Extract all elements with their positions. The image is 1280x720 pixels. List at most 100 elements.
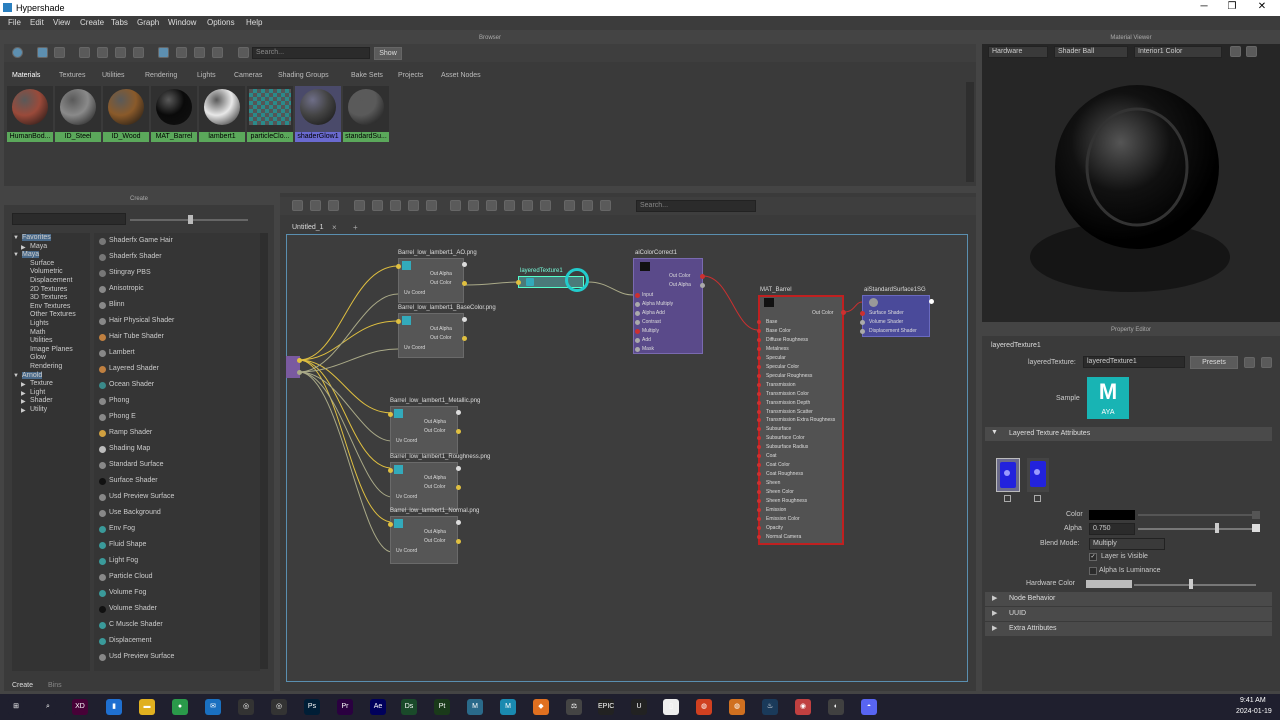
mat-in-port[interactable]: [757, 364, 761, 369]
sort-type-icon[interactable]: [176, 47, 187, 58]
tab-rendering[interactable]: Rendering: [145, 72, 178, 79]
swatch-toggle-icon[interactable]: [540, 200, 551, 211]
aicc-in-port[interactable]: [635, 320, 640, 325]
mat-in-port[interactable]: [757, 382, 761, 387]
filter-icon[interactable]: [238, 47, 249, 58]
renderer-dropdown[interactable]: Hardware: [988, 46, 1048, 58]
node-list-scrollbar[interactable]: [260, 233, 268, 669]
tab-projects[interactable]: Projects: [398, 72, 424, 79]
menu-edit[interactable]: Edit: [30, 18, 44, 27]
aicc-out-port[interactable]: [700, 283, 705, 288]
aicc-in-port[interactable]: [635, 347, 640, 352]
mat-in-port[interactable]: [757, 427, 761, 432]
mat-in-port[interactable]: [757, 320, 761, 324]
mat-in-port[interactable]: [757, 525, 761, 530]
pause-icon[interactable]: [1230, 46, 1241, 57]
mat-in-port[interactable]: [757, 490, 761, 495]
small-swatch-icon[interactable]: [97, 47, 108, 58]
frame-all-icon[interactable]: [354, 200, 365, 211]
create-item-blinn[interactable]: Blinn: [97, 298, 257, 312]
menu-file[interactable]: File: [8, 18, 21, 27]
create-item-anisotropic[interactable]: Anisotropic: [97, 282, 257, 296]
remove-layer-1-icon[interactable]: [1004, 495, 1011, 502]
create-item-phong-e[interactable]: Phong E: [97, 410, 257, 424]
mat-in-port[interactable]: [757, 373, 761, 378]
tree-item-displacement[interactable]: Displacement: [30, 277, 73, 284]
tree-item-volumetric[interactable]: Volumetric: [30, 268, 63, 276]
material-swatch[interactable]: particleClo...: [247, 86, 293, 142]
graph-tab-untitled[interactable]: Untitled_1: [292, 224, 324, 231]
create-item-usd-preview-surface[interactable]: Usd Preview Surface: [97, 490, 257, 504]
mat-in-port[interactable]: [757, 454, 761, 459]
sort-time-icon[interactable]: [194, 47, 205, 58]
large-swatch-icon[interactable]: [133, 47, 144, 58]
material-swatch[interactable]: HumanBod...: [7, 86, 53, 142]
file-out-color-port[interactable]: [462, 336, 467, 341]
file-out-color-port[interactable]: [462, 281, 467, 286]
taskbar-app-icon[interactable]: ◍: [696, 699, 712, 715]
create-item-hair-physical-shader[interactable]: Hair Physical Shader: [97, 314, 257, 328]
ai-color-correct-node[interactable]: [633, 258, 703, 354]
taskbar-app-icon[interactable]: Ps: [304, 699, 320, 715]
create-item-volume-fog[interactable]: Volume Fog: [97, 586, 257, 600]
material-swatch[interactable]: ID_Wood: [103, 86, 149, 142]
taskbar-app-icon[interactable]: ⚖: [566, 699, 582, 715]
alpha-luminance-checkbox[interactable]: [1089, 567, 1097, 575]
extra-attributes-section[interactable]: Extra Attributes: [985, 622, 1272, 636]
node-behavior-section[interactable]: Node Behavior: [985, 592, 1272, 606]
mat-in-port[interactable]: [757, 346, 761, 351]
file-out-port[interactable]: [456, 520, 461, 525]
taskbar-app-icon[interactable]: ✉: [205, 699, 221, 715]
file-in-port[interactable]: [396, 264, 401, 269]
view-icon[interactable]: [37, 47, 48, 58]
collapse-arrow-icon[interactable]: ▶: [21, 382, 26, 389]
material-swatch[interactable]: ID_Steel: [55, 86, 101, 142]
simple-mode-icon[interactable]: [450, 200, 461, 211]
snap-icon[interactable]: [582, 200, 593, 211]
tree-item-utility[interactable]: Utility: [30, 406, 48, 413]
tree-item-3d-textures[interactable]: 3D Textures: [30, 294, 68, 302]
taskbar-app-icon[interactable]: ◍: [729, 699, 745, 715]
add-selected-icon[interactable]: [390, 200, 401, 211]
taskbar-app-icon[interactable]: M: [467, 699, 483, 715]
menu-create[interactable]: Create: [80, 18, 105, 27]
color-slider[interactable]: [1138, 514, 1256, 516]
menu-tabs[interactable]: Tabs: [111, 18, 128, 27]
tree-item-texture[interactable]: Texture: [30, 380, 53, 388]
uuid-section[interactable]: UUID: [985, 607, 1272, 621]
slider-handle[interactable]: [188, 215, 193, 224]
shader-ball-dropdown[interactable]: Shader Ball: [1054, 46, 1128, 58]
material-swatch[interactable]: lambert1: [199, 86, 245, 142]
create-item-usd-preview-surface[interactable]: Usd Preview Surface: [97, 650, 257, 664]
taskbar-app-icon[interactable]: ◐: [828, 699, 844, 715]
mat-in-port[interactable]: [757, 355, 761, 360]
tree-item-other-textures[interactable]: Other Textures: [30, 311, 76, 319]
create-item-stingray-pbs[interactable]: Stingray PBS: [97, 266, 257, 280]
hardware-color-slider[interactable]: [1134, 584, 1256, 586]
mat-in-port[interactable]: [757, 328, 761, 333]
browser-scrollbar[interactable]: [966, 82, 974, 182]
tree-item-2d-textures[interactable]: 2D Textures: [30, 285, 68, 293]
file-out-port[interactable]: [456, 410, 461, 415]
list-icon[interactable]: [54, 47, 65, 58]
menu-options[interactable]: Options: [207, 18, 235, 27]
mat-in-port[interactable]: [757, 391, 761, 396]
collapse-arrow-icon[interactable]: ▶: [21, 408, 26, 414]
taskbar-time[interactable]: 9:41 AM: [1240, 697, 1266, 704]
aicc-in-port[interactable]: [635, 293, 640, 298]
taskbar-app-icon[interactable]: ▯: [663, 699, 679, 715]
clear-graph-icon[interactable]: [426, 200, 437, 211]
layer-visible-checkbox[interactable]: ✓: [1089, 553, 1097, 561]
create-item-ramp-shader[interactable]: Ramp Shader: [97, 426, 257, 440]
taskbar-app-icon[interactable]: ⌕: [40, 699, 56, 715]
menu-view[interactable]: View: [53, 18, 71, 27]
graph-output-icon[interactable]: [328, 200, 339, 211]
tab-shading-groups[interactable]: Shading Groups: [278, 72, 329, 79]
tree-item-maya[interactable]: Maya: [22, 251, 40, 259]
taskbar-app-icon[interactable]: ⊞: [8, 699, 24, 715]
graph-io-icon[interactable]: [310, 200, 321, 211]
show-button[interactable]: Show: [374, 47, 402, 60]
mat-out-port[interactable]: [841, 310, 846, 315]
presets-button[interactable]: Presets: [1190, 356, 1238, 369]
add-tab-icon[interactable]: +: [353, 223, 358, 232]
